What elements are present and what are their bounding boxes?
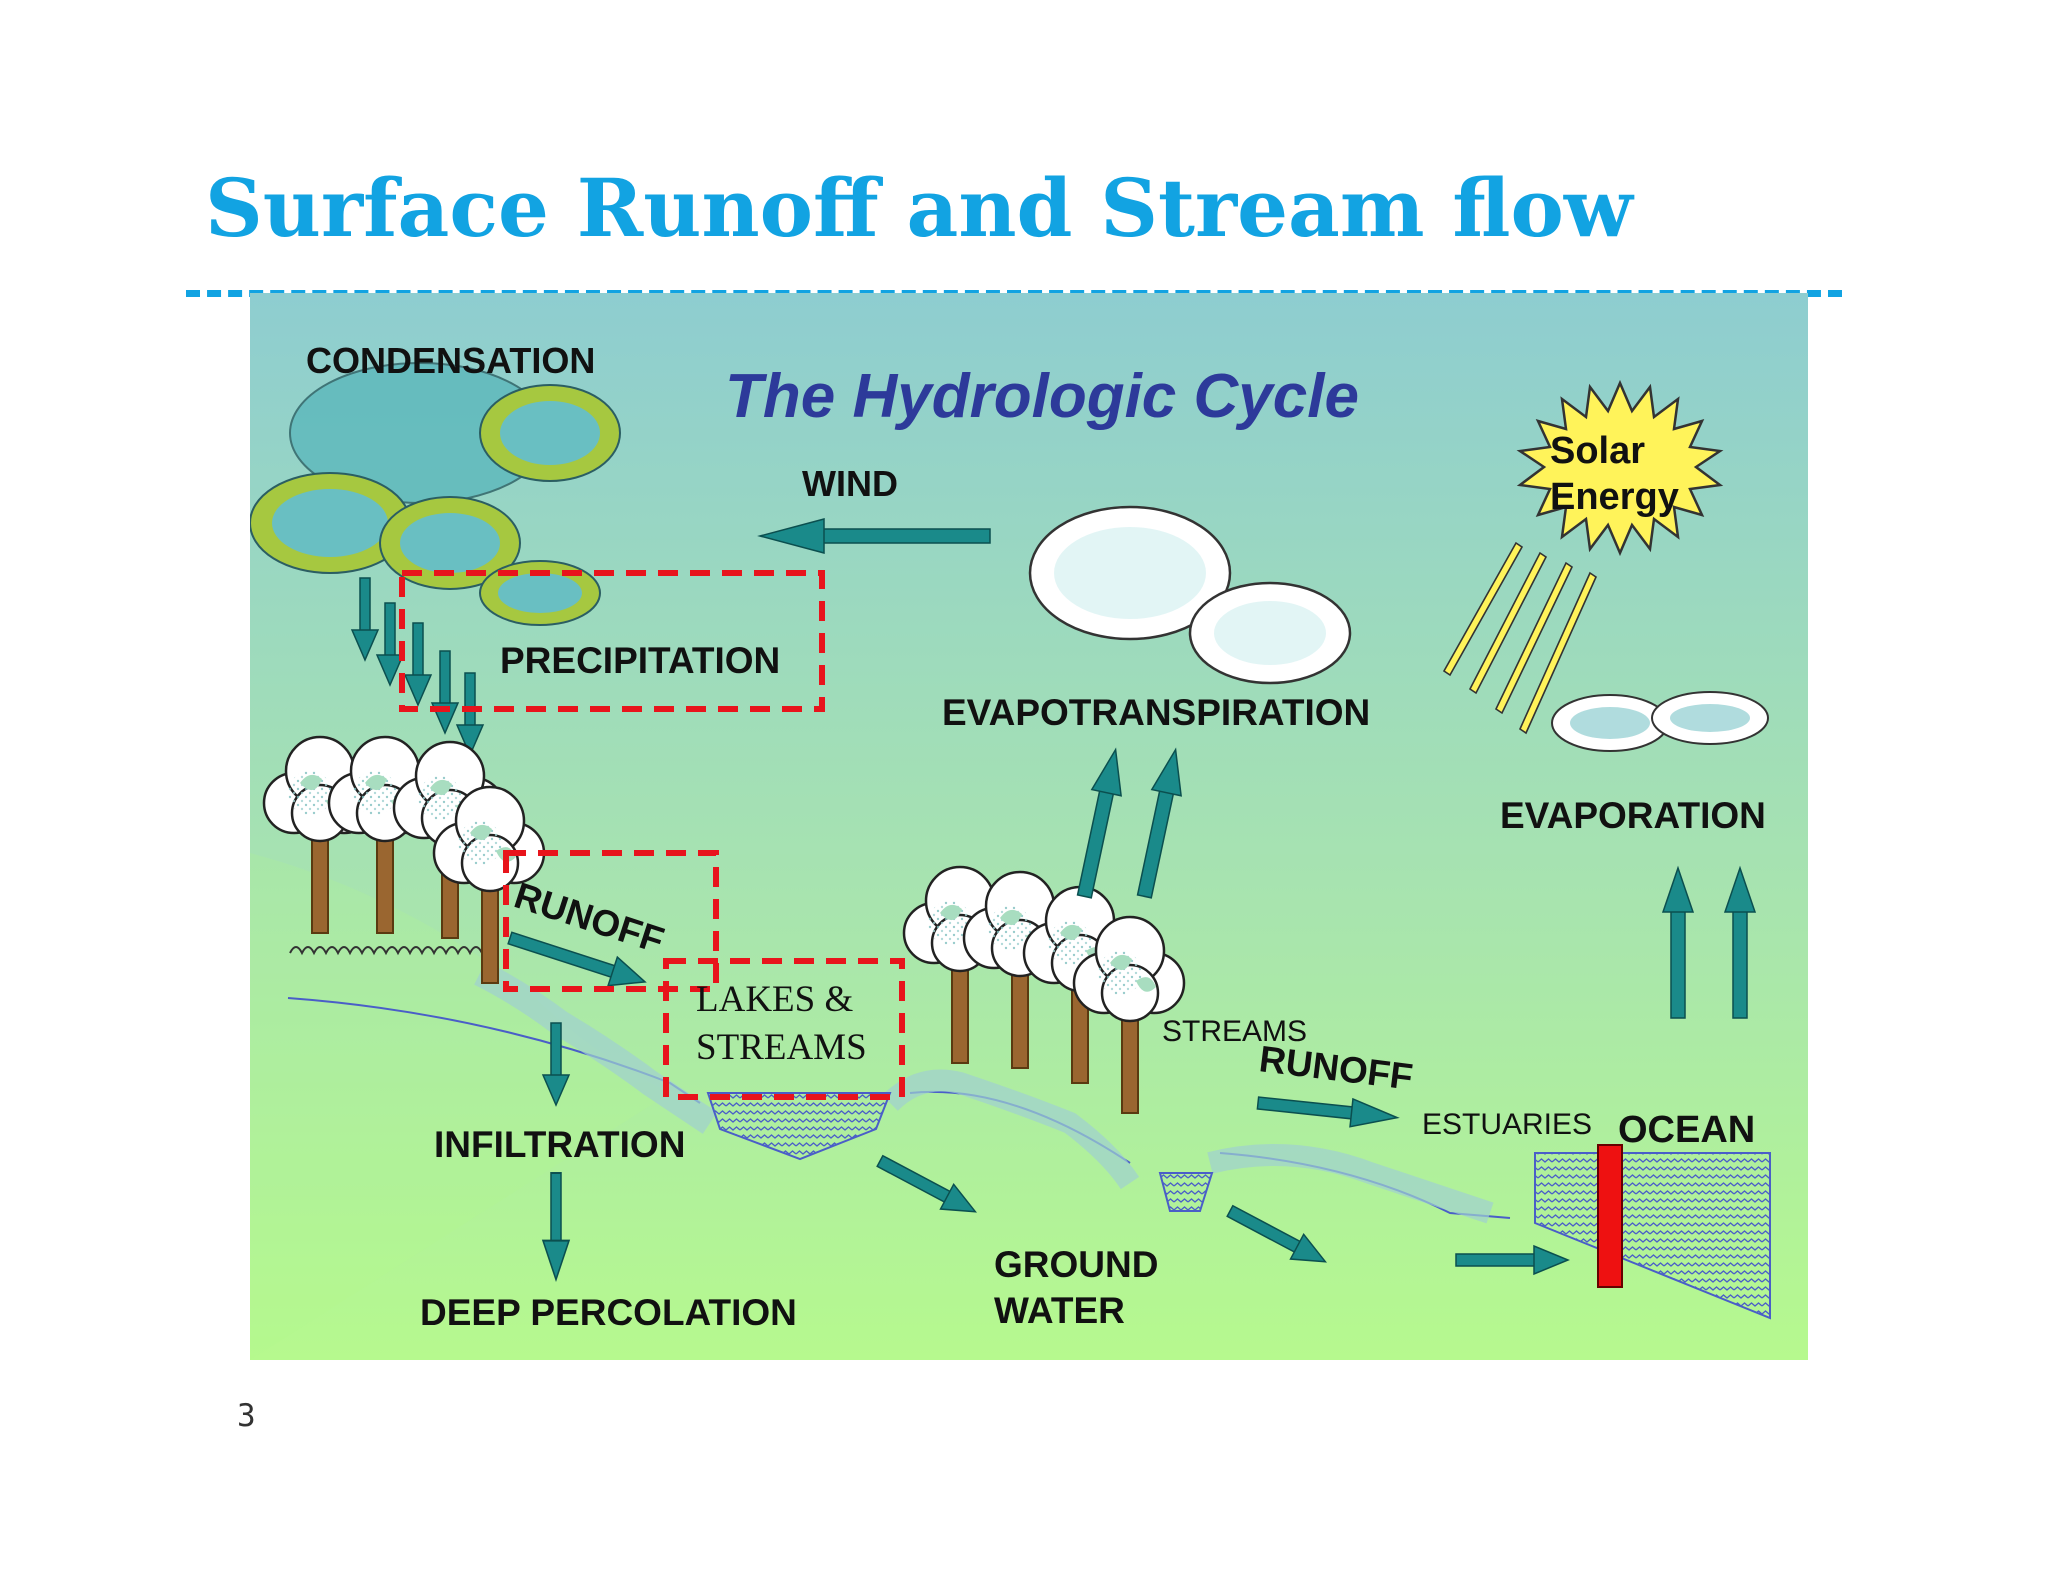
- solar-label-line1: Solar: [1550, 430, 1645, 472]
- ocean-water: [1534, 1152, 1771, 1320]
- groundwater-arrows: [876, 1154, 1570, 1276]
- ocean-label: OCEAN: [1618, 1109, 1755, 1151]
- evaporation-label: EVAPORATION: [1500, 795, 1766, 836]
- evaporation-cloud: [1551, 691, 1769, 752]
- condensation-cloud: [250, 362, 621, 626]
- precipitation-label: PRECIPITATION: [500, 640, 780, 681]
- runoff-upper-arrow: [507, 931, 647, 987]
- infiltration-label: INFILTRATION: [434, 1124, 685, 1165]
- ocean-barrier: [1597, 1144, 1623, 1288]
- diagram-title: The Hydrologic Cycle: [725, 362, 1359, 431]
- stream-pond: [1158, 1172, 1214, 1212]
- runoff-lower-arrow: [1256, 1096, 1400, 1128]
- runoff-highlight: [503, 850, 719, 992]
- lake: [706, 1092, 892, 1161]
- groundwater-label-line2: WATER: [994, 1290, 1125, 1331]
- evapotranspiration-label: EVAPOTRANSPIRATION: [942, 692, 1370, 733]
- evapotranspiration-cloud: [1028, 505, 1352, 685]
- lakes-label-line1: LAKES &: [696, 979, 853, 1020]
- wind-arrow: [757, 518, 991, 554]
- estuaries-label: ESTUARIES: [1422, 1108, 1592, 1141]
- page-number: 3: [237, 1398, 256, 1434]
- lakes-highlight: [663, 958, 905, 1100]
- sun-icon: [1516, 379, 1724, 557]
- groundwater-label-line1: GROUND: [994, 1244, 1158, 1285]
- wind-label: WIND: [802, 463, 898, 504]
- slide-title: Surface Runoff and Stream flow: [205, 161, 1633, 255]
- precipitation-highlight: [399, 570, 825, 712]
- sun-rays: [1442, 541, 1598, 735]
- hydrologic-cycle-diagram: The Hydrologic Cycle CONDENSATION WIND S…: [250, 293, 1808, 1360]
- deep-percolation-label: DEEP PERCOLATION: [420, 1292, 797, 1333]
- streams-label: STREAMS: [1162, 1015, 1307, 1048]
- lakes-label-line2: STREAMS: [696, 1027, 867, 1068]
- solar-label-line2: Energy: [1550, 476, 1679, 518]
- highlight-boxes: [399, 570, 905, 1100]
- condensation-label: CONDENSATION: [306, 340, 595, 381]
